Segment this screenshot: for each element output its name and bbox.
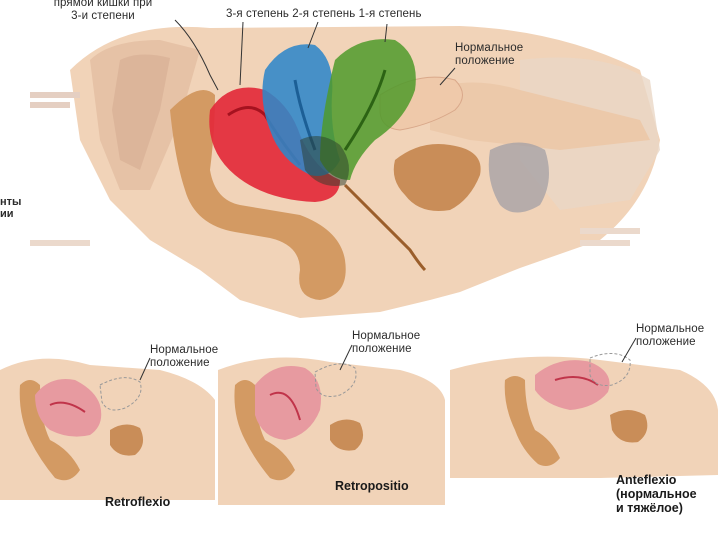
panel3-leader	[622, 338, 636, 362]
faint-text-block	[30, 240, 90, 246]
panel2-caption: Retropositio	[335, 479, 409, 493]
label-rectum-degree-3: прямой кишки при 3-и степени	[38, 0, 168, 23]
faint-text-block	[30, 92, 80, 98]
panel1-caption: Retroflexio	[105, 495, 170, 509]
panel1-normal-label: Нормальное положение	[150, 344, 218, 370]
faint-text-block	[580, 240, 630, 246]
main-figure	[30, 20, 660, 318]
panel3-normal-label: Нормальное положение	[636, 323, 704, 349]
panel-anteflexio	[450, 338, 718, 478]
panel-retropositio	[218, 345, 445, 505]
faint-text-block	[30, 102, 70, 108]
label-normal-main: Нормальное положение	[455, 42, 523, 68]
panel3-caption: Anteflexio (нормальное и тяжёлое)	[616, 473, 697, 515]
faint-text-block	[580, 228, 640, 234]
panel-retroflexio	[0, 358, 215, 500]
left-edge-text: нты ии	[0, 196, 21, 220]
label-degrees: 3-я степень 2-я степень 1-я степень	[226, 8, 422, 21]
panel2-normal-label: Нормальное положение	[352, 330, 420, 356]
